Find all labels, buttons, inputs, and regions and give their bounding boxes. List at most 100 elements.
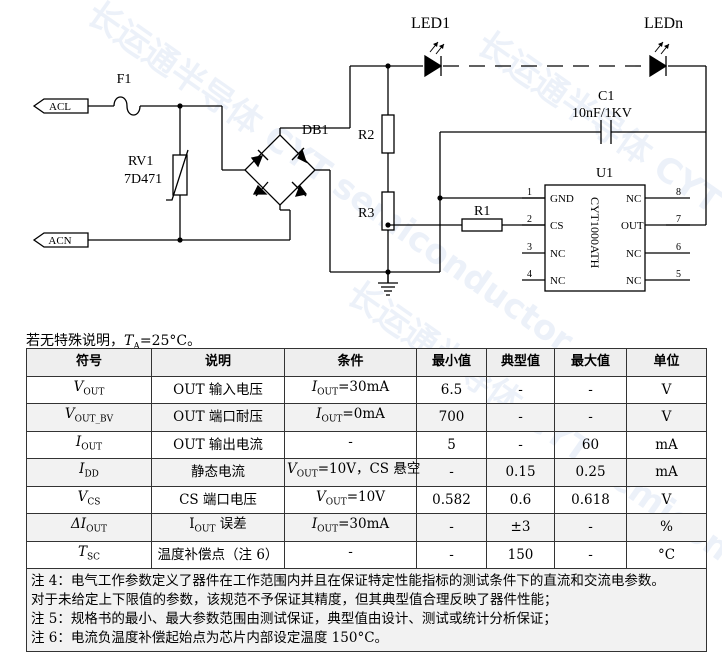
- ic-pin-name: NC: [550, 248, 565, 260]
- min-value-cell: 6.5: [416, 375, 487, 404]
- unit-cell-text: V: [661, 409, 672, 426]
- symbol-cell-text: OUT_BV: [74, 415, 114, 426]
- condition-cell-text: =10V，CS 悬空: [317, 461, 421, 478]
- symbol-cell: IOUT: [26, 430, 152, 459]
- ic-pin-num: 5: [676, 269, 681, 280]
- max-value-cell-text: -: [588, 381, 593, 398]
- typ-value-cell: -: [486, 430, 555, 459]
- acn-label: ACN: [48, 235, 71, 247]
- led1-symbol: [424, 54, 443, 78]
- typ-value-cell-text: -: [518, 436, 523, 453]
- ic-ref: U1: [596, 166, 613, 181]
- ic-pin-num: 7: [676, 214, 681, 225]
- condition-cell-text: I: [311, 378, 318, 395]
- typ-value-cell: ±3: [486, 513, 555, 542]
- max-value-cell-text: -: [588, 546, 593, 563]
- description-cell: OUT 输入电压: [151, 375, 285, 404]
- description-cell-text: I: [189, 516, 195, 533]
- cap-value: 10nF/1KV: [572, 106, 632, 121]
- min-value-cell: 5: [416, 430, 487, 459]
- symbol-cell-text: DD: [84, 470, 99, 481]
- diode: [297, 148, 308, 164]
- min-value-cell-text: 700: [438, 409, 465, 426]
- symbol-cell: IDD: [26, 458, 152, 487]
- typ-value-cell: 0.6: [486, 485, 555, 514]
- max-value-cell: 0.618: [554, 485, 627, 514]
- typ-value-cell-text: 0.6: [509, 491, 532, 508]
- symbol-cell: TSC: [26, 540, 152, 569]
- condition-cell-text: -: [348, 433, 353, 450]
- table-header-row: 符号 说明 条件 最小值 典型值 最大值 单位: [26, 348, 707, 377]
- ledn-label: LEDn: [644, 15, 683, 32]
- r2-label: R2: [358, 128, 374, 143]
- unit-cell: V: [626, 403, 707, 432]
- notes-row: 注 4：电气工作参数定义了器件在工作范围内并且在保证特定性能指标的测试条件下的直…: [26, 568, 707, 652]
- ic-part-number: CYT1000ATH: [588, 197, 602, 269]
- symbol-cell-text: I: [75, 433, 82, 450]
- max-value-cell: -: [554, 403, 627, 432]
- typ-value-cell: -: [486, 375, 555, 404]
- description-cell-text: 误差: [215, 516, 247, 533]
- ic-pin-num: 1: [527, 187, 532, 198]
- note-line: 注 4：电气工作参数定义了器件在工作范围内并且在保证特定性能指标的测试条件下的直…: [31, 573, 665, 589]
- condition-cell: IOUT=30mA: [284, 513, 417, 542]
- diode: [250, 155, 264, 168]
- column-header: 符号: [26, 348, 152, 377]
- ic-pin-num: 4: [527, 269, 532, 280]
- condition-cell-text: I: [316, 406, 322, 423]
- r3-label: R3: [358, 206, 374, 221]
- max-value-cell: 60: [554, 430, 627, 459]
- unit-cell-text: %: [660, 519, 673, 536]
- r1-label: R1: [474, 204, 490, 219]
- column-header: 说明: [151, 348, 285, 377]
- condition-cell-text: =10V: [346, 488, 385, 505]
- note-line: 对于未给定上下限值的参数，该规范不予保证其精度，但其典型值合理反映了器件性能；: [31, 592, 558, 608]
- description-cell: CS 端口电压: [151, 485, 285, 514]
- description-cell-text: CS 端口电压: [179, 491, 257, 508]
- description-cell: IOUT 误差: [151, 513, 285, 542]
- symbol-cell: VOUT: [26, 375, 152, 404]
- fuse-label: F1: [117, 72, 132, 87]
- min-value-cell-text: -: [449, 546, 454, 563]
- max-value-cell: -: [554, 375, 627, 404]
- min-value-cell-text: -: [449, 464, 454, 481]
- condition-cell-text: OUT: [296, 470, 318, 481]
- description-cell: OUT 输出电流: [151, 430, 285, 459]
- condition-cell-text: OUT: [321, 415, 343, 426]
- ic-pin-name: NC: [626, 275, 641, 287]
- notes-cell: 注 4：电气工作参数定义了器件在工作范围内并且在保证特定性能指标的测试条件下的直…: [26, 568, 707, 652]
- diode: [252, 184, 268, 195]
- max-value-cell: -: [554, 513, 627, 542]
- max-value-cell-text: 60: [581, 436, 600, 453]
- max-value-cell: 0.25: [554, 458, 627, 487]
- min-value-cell: -: [416, 458, 487, 487]
- column-header: 最大值: [554, 348, 627, 377]
- bridge-label: DB1: [302, 123, 328, 138]
- min-value-cell: 0.582: [416, 485, 487, 514]
- condition-cell-text: OUT: [325, 497, 347, 508]
- condition-cell-text: =0mA: [342, 406, 385, 423]
- description-cell: 静态电流: [151, 458, 285, 487]
- condition-cell-text: OUT: [317, 525, 339, 536]
- min-value-cell: -: [416, 513, 487, 542]
- symbol-cell-text: V: [64, 406, 75, 423]
- symbol-cell-text: V: [73, 378, 84, 395]
- unit-cell: mA: [626, 430, 707, 459]
- typ-value-cell: -: [486, 403, 555, 432]
- test-condition-line: 若无特殊说明，TA=25°C。: [26, 333, 202, 352]
- typ-value-cell-text: 0.15: [505, 464, 536, 481]
- unit-cell: mA: [626, 458, 707, 487]
- column-header: 最小值: [416, 348, 487, 377]
- unit-cell: °C: [626, 540, 707, 569]
- condition-cell-text: V: [287, 461, 297, 478]
- description-cell-text: OUT 输入电压: [173, 381, 263, 398]
- led1-label: LED1: [411, 15, 450, 32]
- symbol-cell-text: OUT: [81, 442, 103, 453]
- typ-value-cell-text: 150: [507, 546, 534, 563]
- column-header: 单位: [626, 348, 707, 377]
